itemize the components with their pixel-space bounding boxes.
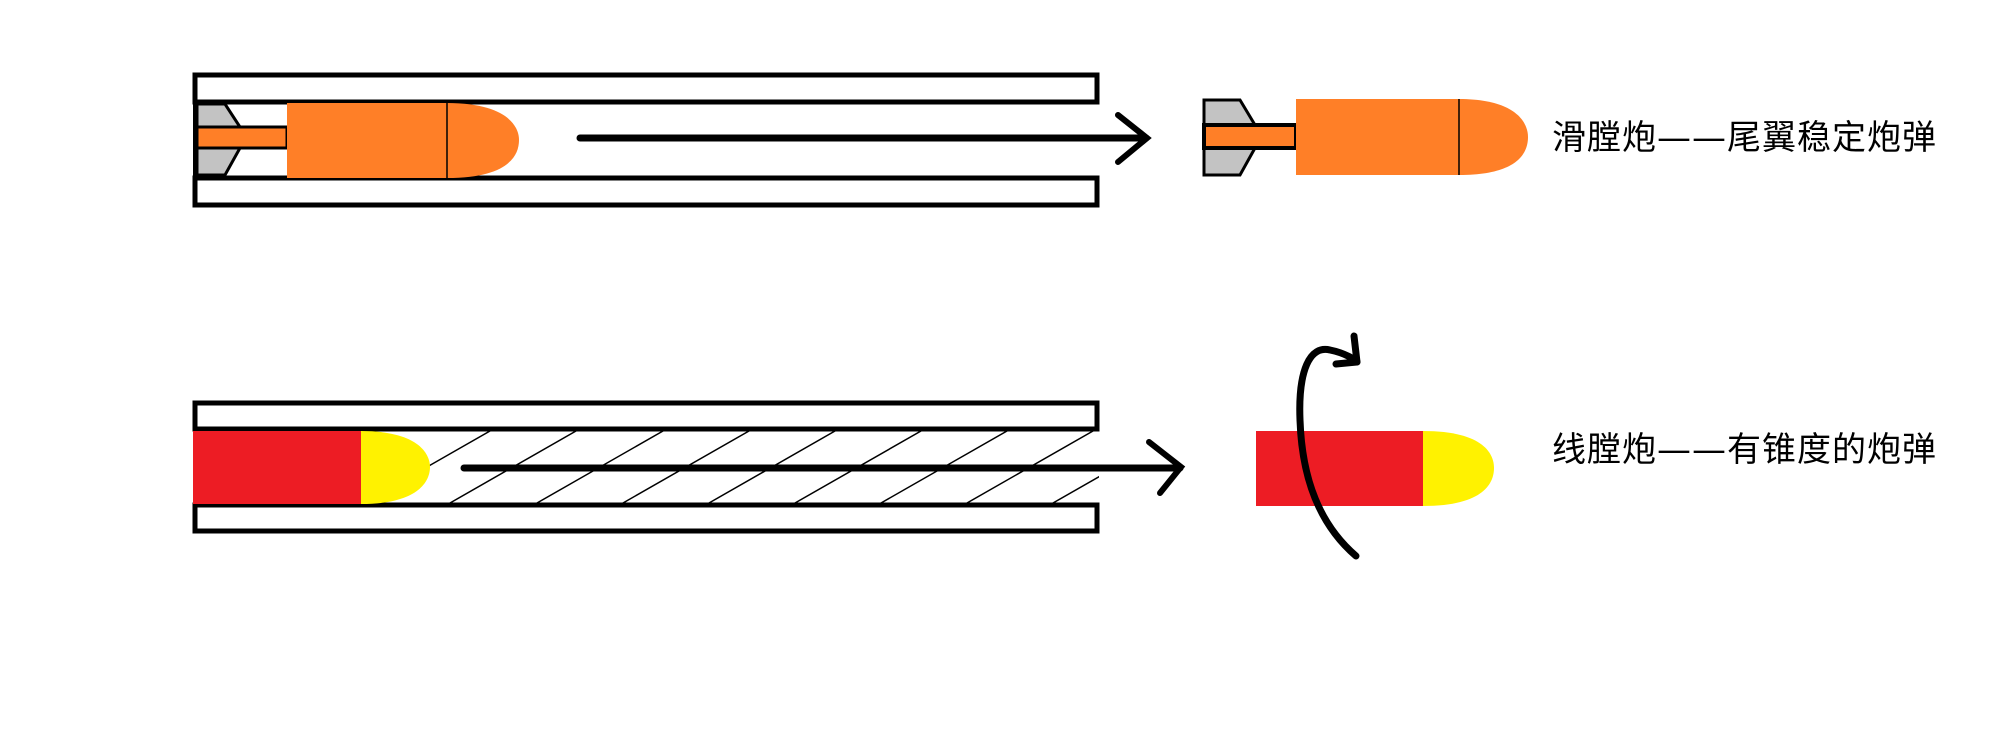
smoothbore-barrel	[192, 72, 1100, 208]
barrel-bottom-wall	[192, 175, 1100, 208]
barrel-top-wall	[192, 400, 1100, 432]
arrow-right-icon	[460, 439, 1186, 496]
barrel-bottom-wall	[192, 502, 1100, 534]
barrel-top-wall	[192, 72, 1100, 105]
rifled-barrel	[192, 400, 1100, 534]
fin-stabilized-shell-in-barrel	[195, 102, 519, 178]
spin-shell-in-barrel	[193, 431, 430, 504]
spin-stabilized-shell	[1256, 431, 1494, 506]
rifled-label: 线膛炮——有锥度的炮弹	[1552, 430, 1937, 470]
rotation-arrow-icon	[1296, 332, 1361, 560]
fin-stabilized-shell	[1202, 98, 1528, 177]
arrow-right-icon	[576, 112, 1152, 165]
smoothbore-label: 滑膛炮——尾翼稳定炮弹	[1552, 118, 1937, 158]
